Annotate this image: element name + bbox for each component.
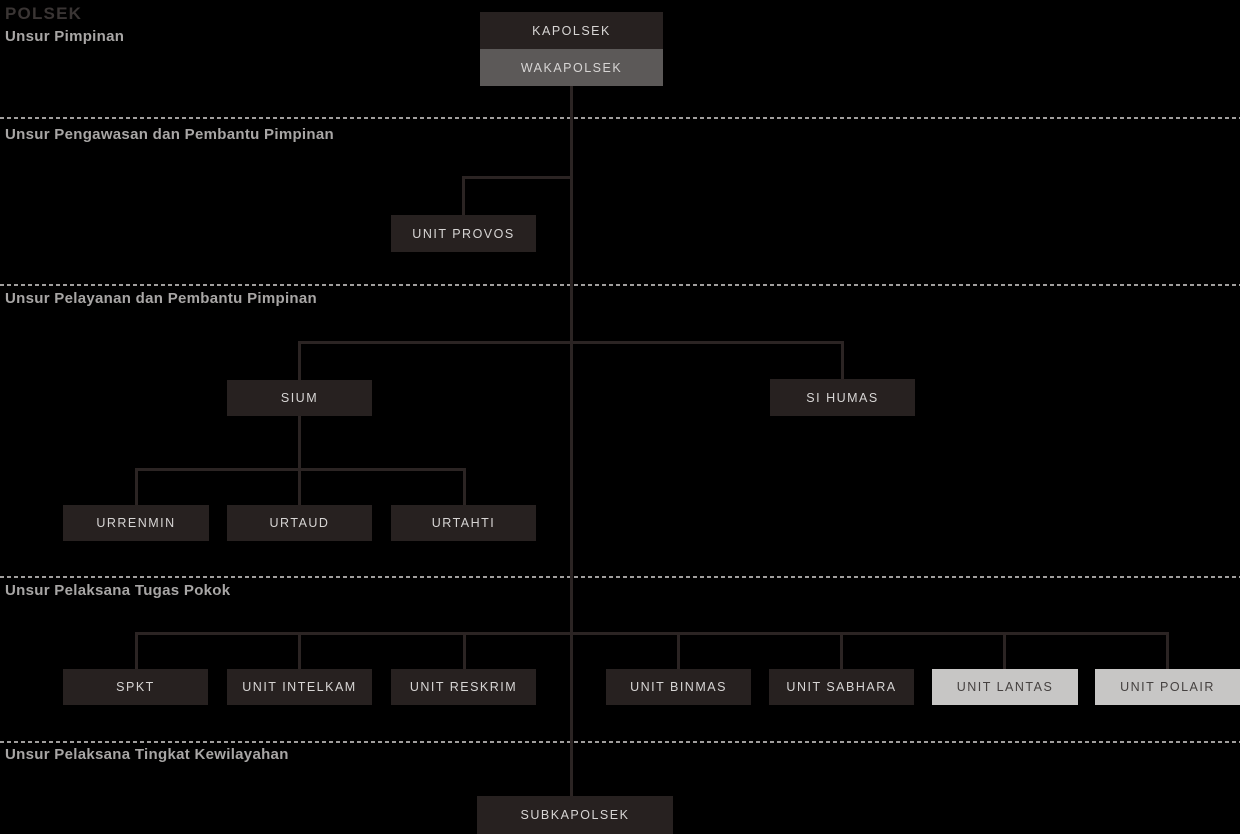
section-divider — [0, 576, 1240, 578]
section-heading-pelaksana-pokok: Unsur Pelaksana Tugas Pokok — [5, 582, 231, 599]
connector-line — [135, 632, 1168, 635]
org-node-kapolsek: KAPOLSEK — [480, 12, 663, 49]
org-node-unit-intelkam: UNIT INTELKAM — [227, 669, 372, 705]
org-node-si-humas: SI HUMAS — [770, 379, 915, 416]
node-label: SPKT — [116, 680, 155, 694]
node-label: UNIT SABHARA — [786, 680, 897, 694]
section-heading-kewilayahan: Unsur Pelaksana Tingkat Kewilayahan — [5, 746, 289, 763]
connector-line — [463, 468, 466, 505]
connector-line — [1166, 632, 1169, 669]
connector-line — [462, 176, 572, 179]
org-node-unit-lantas: UNIT LANTAS — [932, 669, 1078, 705]
org-node-unit-sabhara: UNIT SABHARA — [769, 669, 914, 705]
connector-line — [135, 468, 138, 505]
connector-line — [462, 176, 465, 215]
connector-line — [570, 86, 573, 796]
connector-line — [298, 632, 301, 669]
node-label: SIUM — [280, 391, 319, 405]
section-heading-pimpinan: Unsur Pimpinan — [5, 28, 125, 45]
connector-line — [840, 632, 843, 669]
connector-line — [1003, 632, 1006, 669]
node-label: URTAHTI — [431, 516, 496, 530]
org-node-urrenmin: URRENMIN — [63, 505, 209, 541]
node-label: UNIT POLAIR — [1120, 680, 1215, 694]
org-node-wakapolsek: WAKAPOLSEK — [480, 49, 663, 86]
org-node-urtahti: URTAHTI — [391, 505, 536, 541]
node-label: UNIT LANTAS — [956, 680, 1054, 694]
connector-line — [298, 341, 843, 344]
node-label: WAKAPOLSEK — [520, 60, 623, 75]
node-label: URTAUD — [269, 516, 330, 530]
connector-line — [677, 632, 680, 669]
org-node-unit-polair: UNIT POLAIR — [1095, 669, 1240, 705]
section-divider — [0, 284, 1240, 286]
org-node-unit-binmas: UNIT BINMAS — [606, 669, 751, 705]
chart-title: POLSEK — [5, 4, 83, 23]
node-label: KAPOLSEK — [532, 23, 611, 38]
node-label: SUBKAPOLSEK — [520, 808, 630, 822]
connector-line — [298, 341, 301, 380]
node-label: URRENMIN — [96, 516, 176, 530]
section-heading-pelayanan: Unsur Pelayanan dan Pembantu Pimpinan — [5, 290, 318, 307]
node-label: UNIT BINMAS — [630, 680, 727, 694]
org-node-unit-reskrim: UNIT RESKRIM — [391, 669, 536, 705]
node-label: SI HUMAS — [806, 390, 879, 405]
section-divider — [0, 741, 1240, 743]
org-node-spkt: SPKT — [63, 669, 208, 705]
node-label: UNIT RESKRIM — [409, 680, 518, 694]
org-node-unit-provos: UNIT PROVOS — [391, 215, 536, 252]
node-label: UNIT PROVOS — [412, 226, 515, 241]
org-node-subkapolsek: SUBKAPOLSEK — [477, 796, 673, 834]
connector-line — [841, 341, 844, 379]
org-node-urtaud: URTAUD — [227, 505, 372, 541]
node-label: UNIT INTELKAM — [242, 680, 357, 694]
connector-line — [298, 416, 301, 468]
org-node-sium: SIUM — [227, 380, 372, 416]
connector-line — [298, 468, 301, 505]
connector-line — [135, 632, 138, 669]
section-heading-pengawasan: Unsur Pengawasan dan Pembantu Pimpinan — [5, 126, 334, 143]
section-divider — [0, 117, 1240, 119]
connector-line — [463, 632, 466, 669]
